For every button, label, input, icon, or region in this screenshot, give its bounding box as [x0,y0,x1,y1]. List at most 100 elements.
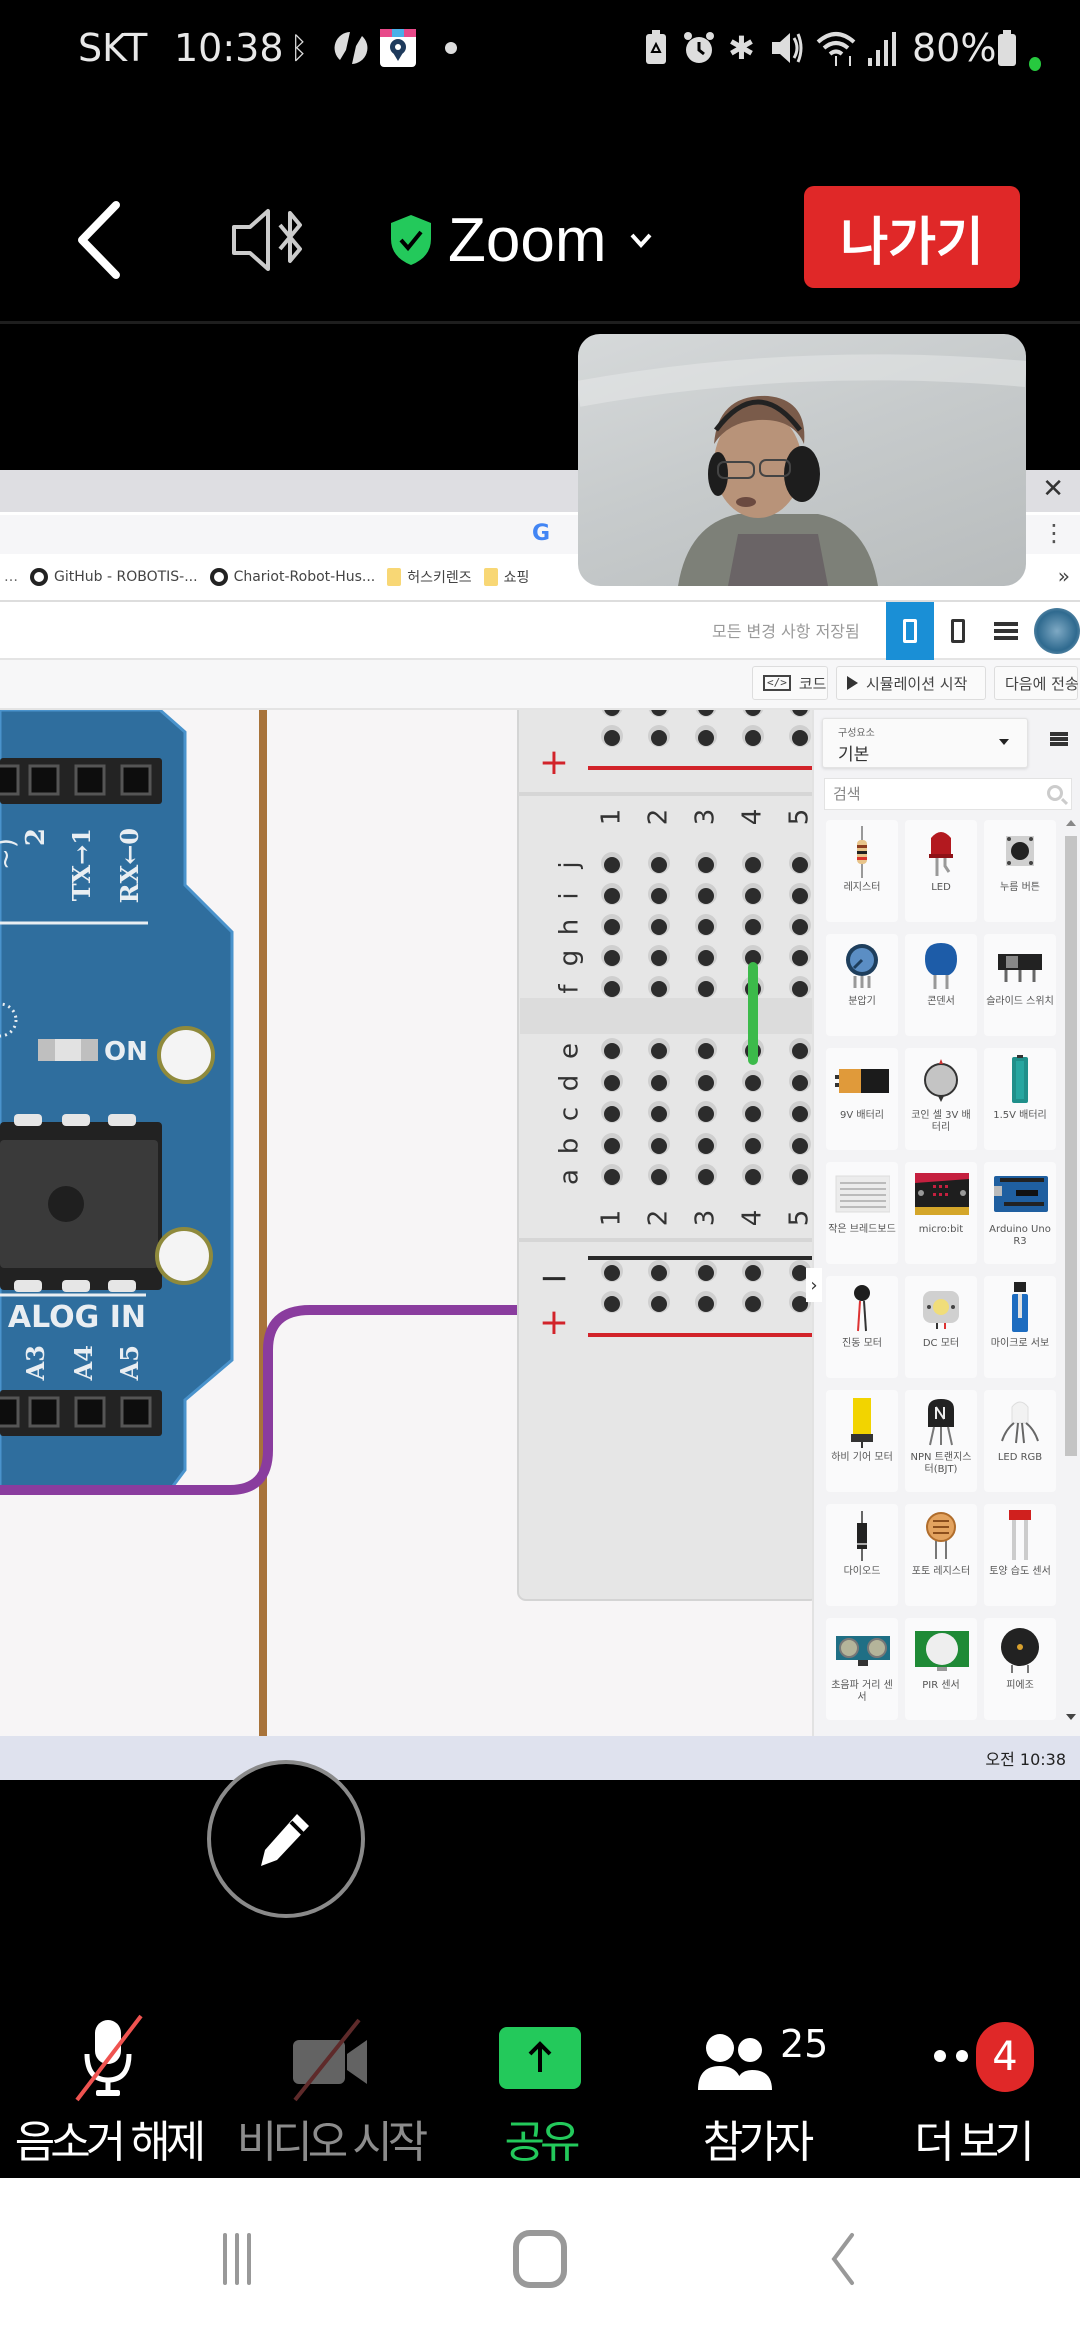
system-back-button[interactable] [782,2214,902,2304]
component-tile[interactable]: 토양 습도 센서 [984,1504,1056,1606]
component-tile[interactable]: PIR 센서 [905,1618,977,1720]
breadboard-hole[interactable] [792,730,808,746]
meeting-title-button[interactable]: Zoom [388,200,654,280]
breadboard-hole[interactable] [792,1296,808,1312]
breadboard-hole[interactable] [651,1075,667,1091]
component-tile[interactable]: LED RGB [984,1390,1056,1492]
component-category-select[interactable]: 구성요소 기본 [822,718,1028,768]
breadboard-hole[interactable] [792,1138,808,1154]
circuit-view-button[interactable] [886,602,934,660]
breadboard-hole[interactable] [698,1169,714,1185]
breadboard-hole[interactable] [745,1296,761,1312]
scroll-up-icon[interactable] [1066,820,1076,826]
breadboard-hole[interactable] [698,1075,714,1091]
breadboard-hole[interactable] [651,1043,667,1059]
breadboard-hole[interactable] [651,919,667,935]
component-search[interactable] [824,778,1072,810]
component-tile[interactable]: NPN 트랜지스터(BJT) [905,1390,977,1492]
breadboard-hole[interactable] [604,1075,620,1091]
bookmarks-overflow-button[interactable]: » [1057,564,1070,588]
component-tile[interactable]: 콘덴서 [905,934,977,1036]
breadboard-hole[interactable] [745,730,761,746]
component-tile[interactable]: 마이크로 서보 [984,1276,1056,1378]
component-tile[interactable]: 피에조 [984,1618,1056,1720]
bookmark-shopping[interactable]: 쇼핑 [483,567,529,587]
breadboard-hole[interactable] [698,981,714,997]
audio-output-button[interactable] [230,205,310,275]
component-tile[interactable]: 레지스터 [826,820,898,922]
bookmark-chariot-robot[interactable]: Chariot-Robot-Hus... [209,568,375,586]
breadboard-hole[interactable] [745,1138,761,1154]
component-list-view-button[interactable] [982,602,1030,660]
component-tile[interactable]: Arduino Uno R3 [984,1162,1056,1264]
breadboard-hole[interactable] [745,710,761,716]
user-avatar[interactable] [1034,608,1080,654]
breadboard-hole[interactable] [698,1043,714,1059]
breadboard-hole[interactable] [745,1075,761,1091]
component-tile[interactable]: 진동 모터 [826,1276,898,1378]
scroll-down-icon[interactable] [1066,1714,1076,1720]
breadboard-hole[interactable] [792,1169,808,1185]
component-tile[interactable]: 9V 배터리 [826,1048,898,1150]
breadboard-hole[interactable] [792,1075,808,1091]
component-tile[interactable]: LED [905,820,977,922]
breadboard-hole[interactable] [698,1265,714,1281]
annotate-button[interactable] [207,1760,365,1918]
breadboard-hole[interactable] [604,1265,620,1281]
panel-scrollbar[interactable] [1064,820,1078,1720]
component-tile[interactable]: 누름 버튼 [984,820,1056,922]
breadboard-hole[interactable] [651,950,667,966]
component-tile[interactable]: 작은 브레드보드 [826,1162,898,1264]
more-button[interactable]: 4 더 보기 [864,2010,1080,2178]
shared-screen[interactable]: ✕ G ⋮ … GitHub - ROBOTIS-... Chariot-Rob… [0,470,1080,1780]
breadboard-hole[interactable] [651,1169,667,1185]
start-video-button[interactable]: 비디오 시작 [222,2010,438,2178]
breadboard-hole[interactable] [604,919,620,935]
circuit-canvas[interactable]: 2 TX→1 RX←0 ~) ON ALOG IN A3 A4 A5 [0,710,812,1736]
list-view-icon[interactable] [1050,732,1068,746]
component-tile[interactable]: DC 모터 [905,1276,977,1378]
component-tile[interactable]: 포토 레지스터 [905,1504,977,1606]
breadboard-hole[interactable] [604,730,620,746]
close-icon[interactable]: ✕ [1042,474,1064,504]
breadboard-hole[interactable] [604,1169,620,1185]
breadboard-hole[interactable] [792,857,808,873]
breadboard-hole[interactable] [604,1138,620,1154]
send-to-button[interactable]: 다음에 전송 [994,666,1079,700]
bookmark-github-robotis[interactable]: GitHub - ROBOTIS-... [30,568,198,586]
breadboard-hole[interactable] [792,1265,808,1281]
kebab-menu-icon[interactable]: ⋮ [1042,519,1066,547]
scrollbar-thumb[interactable] [1065,836,1077,1456]
component-tile[interactable]: micro:bit [905,1162,977,1264]
breadboard-hole[interactable] [651,1296,667,1312]
component-tile[interactable]: 초음파 거리 센서 [826,1618,898,1720]
breadboard-hole[interactable] [604,857,620,873]
breadboard-hole[interactable] [698,1138,714,1154]
component-tile[interactable]: 다이오드 [826,1504,898,1606]
code-button[interactable]: </> 코드 [752,666,828,700]
breadboard-hole[interactable] [698,710,714,716]
participant-video-tile[interactable] [578,334,1026,586]
breadboard-hole[interactable] [745,950,761,966]
breadboard-hole[interactable] [745,1106,761,1122]
breadboard-hole[interactable] [651,888,667,904]
component-tile[interactable]: 1.5V 배터리 [984,1048,1056,1150]
breadboard-hole[interactable] [745,888,761,904]
breadboard-hole[interactable] [698,1106,714,1122]
component-tile[interactable]: 코인 셀 3V 배터리 [905,1048,977,1150]
start-simulation-button[interactable]: 시뮬레이션 시작 [836,666,986,700]
breadboard-hole[interactable] [792,919,808,935]
breadboard-hole[interactable] [698,857,714,873]
breadboard-hole[interactable] [792,1106,808,1122]
breadboard-hole[interactable] [745,919,761,935]
breadboard-hole[interactable] [792,1043,808,1059]
breadboard-hole[interactable] [698,888,714,904]
breadboard-hole[interactable] [745,1169,761,1185]
schematic-view-button[interactable] [934,602,982,660]
breadboard-hole[interactable] [792,710,808,716]
breadboard-hole[interactable] [604,888,620,904]
back-button[interactable] [68,195,128,285]
breadboard-hole[interactable] [698,919,714,935]
breadboard-hole[interactable] [604,950,620,966]
breadboard-hole[interactable] [792,888,808,904]
